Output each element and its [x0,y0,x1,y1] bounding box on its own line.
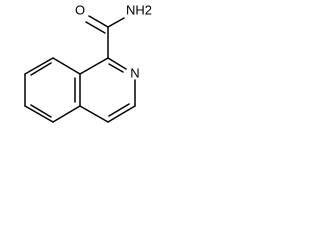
bond-carbonyl-o [88,15,109,28]
amide-nitrogen-label: NH2 [126,2,152,17]
bond-c4-c4a [79,105,109,123]
isoquinoline-1-carboxamide-structure: O NH2 N [24,2,152,123]
bond-c8-c7-inner [30,62,52,76]
oxygen-atom-label: O [75,2,85,17]
bond-c8a-c1 [79,57,109,75]
bond-c1-n2 [107,57,127,70]
bond-c1-n2-inner [108,63,124,73]
benzene-ring [24,57,81,123]
bond-c6-c5 [24,105,54,123]
bond-c3-c4 [107,105,136,123]
bond-c5-c4a [52,105,81,123]
ring-nitrogen-label: N [130,65,139,80]
bond-c8-c7 [24,57,54,75]
bond-c8-c8a [52,57,81,75]
bond-c3-c4-inner [108,103,130,117]
bond-carbonyl-o-inner [85,21,106,34]
carboxamide-group [85,15,125,59]
pyridine-ring [79,57,136,123]
bond-c6-c5-inner [30,104,52,118]
bond-carbonyl-n [107,17,125,28]
